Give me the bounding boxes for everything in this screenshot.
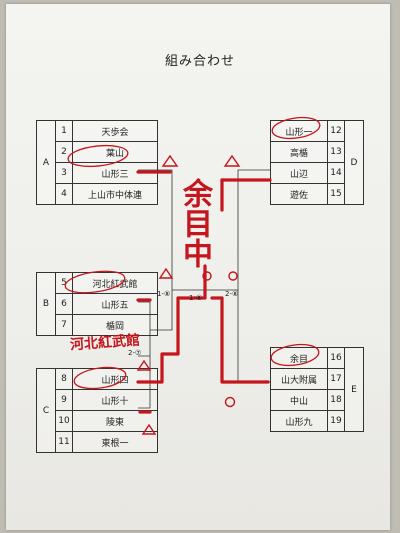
triangle-mark <box>141 423 157 435</box>
table-row: 10 陵東 <box>37 410 158 432</box>
bracket-line-e <box>237 290 270 383</box>
group-b-table: B 5 河北紅武館 6 山形五 7 楯岡 <box>36 272 158 336</box>
table-row: 3 山形三 <box>37 162 158 184</box>
bracket-line-a <box>138 169 173 290</box>
circle-amarume <box>270 343 320 367</box>
bracket-label-semi-right: 2-⑧ <box>225 290 239 298</box>
bracket-line-b <box>138 301 151 357</box>
team-number: 14 <box>327 162 345 184</box>
team-name: 東根一 <box>72 431 158 453</box>
circle-yamagata4 <box>73 366 127 390</box>
triangle-mark <box>223 154 241 167</box>
table-row: 7 楯岡 <box>37 314 158 336</box>
page-title: 組み合わせ <box>164 54 235 69</box>
circle-mark <box>228 271 238 281</box>
circle-hayama <box>67 144 129 168</box>
table-row: 遊佐 15 <box>270 183 364 205</box>
handwritten-winner: 余目中 <box>177 178 212 268</box>
winner-mark-c <box>148 264 207 384</box>
bracket-line-c <box>138 356 151 409</box>
circle-mark <box>224 396 236 408</box>
table-row: A 1 天歩会 <box>36 120 158 205</box>
table-row: 山形一 12 D <box>270 120 364 205</box>
triangle-mark <box>136 359 152 371</box>
name-circles <box>64 116 321 390</box>
bracket-line-bc <box>150 290 173 331</box>
triangle-mark <box>161 154 179 167</box>
table-row: 山形九 19 <box>270 410 364 432</box>
bracket-label-center: 1-⑥ <box>189 294 203 302</box>
bracket-line-d <box>237 169 270 290</box>
bracket-label-bc: 2-⑦ <box>128 349 142 357</box>
team-number: 15 <box>327 183 345 205</box>
table-row: 4 上山市中体連 <box>37 183 158 205</box>
group-label: D <box>344 120 364 205</box>
circle-kahoku <box>64 270 126 294</box>
team-name: 上山市中体連 <box>72 183 158 205</box>
team-name: 陵東 <box>72 410 158 432</box>
group-label: E <box>344 347 364 432</box>
group-e-table: 余目 16 E 山大附属 17 中山 18 山形九 19 <box>270 347 364 432</box>
team-name: 楯岡 <box>72 314 158 336</box>
team-number: 19 <box>327 410 345 432</box>
table-row: 山大附属 17 <box>270 368 364 390</box>
table-row: 山辺 14 <box>270 162 364 184</box>
team-number: 13 <box>327 141 345 163</box>
group-d-table: 山形一 12 D 高楯 13 山辺 14 遊佐 15 <box>270 120 364 205</box>
triangle-mark <box>158 267 174 279</box>
result-markers <box>136 154 241 435</box>
table-row: 11 東根一 <box>37 431 158 453</box>
bracket-label-semi-left: 1-⑧ <box>157 290 171 298</box>
team-number: 7 <box>55 314 73 336</box>
circle-yamagata1 <box>271 116 321 140</box>
circle-mark <box>202 271 212 281</box>
table-row: 6 山形五 <box>37 293 158 315</box>
winner-mark-e <box>210 296 270 384</box>
winner-path-marks <box>136 170 272 414</box>
